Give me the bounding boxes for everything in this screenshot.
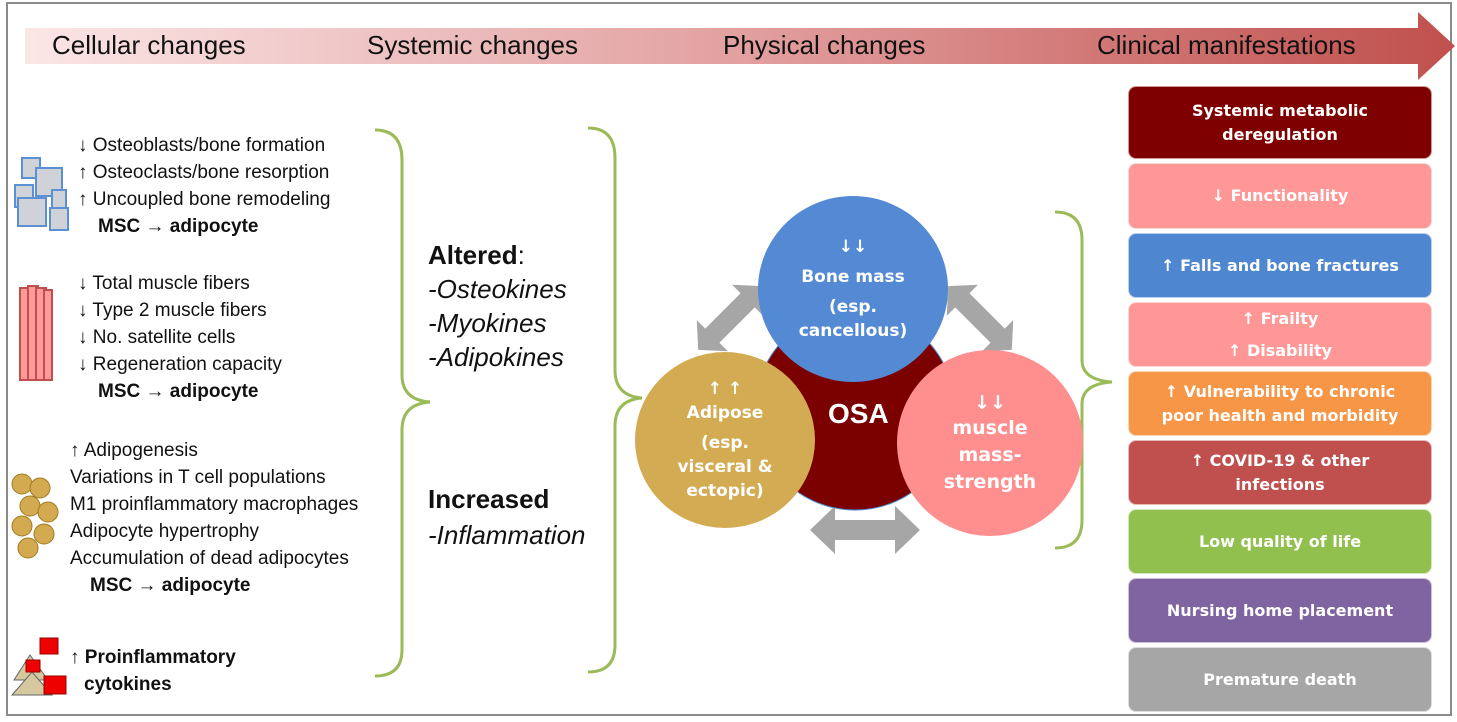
- altered-heading: Altered: [428, 240, 518, 270]
- muscle-fiber-icon: [19, 285, 53, 381]
- clinical-box: Systemic metabolic deregulation: [1128, 86, 1432, 159]
- increased-block: Increased -Inflammation: [428, 482, 586, 552]
- up-arrow: ↑: [70, 647, 80, 668]
- list-item: ↓ Type 2 muscle fibers: [78, 300, 267, 321]
- box-line: deregulation: [1222, 124, 1338, 144]
- clinical-box: Premature death: [1128, 647, 1432, 712]
- clinical-box: ↓ Functionality: [1128, 163, 1432, 229]
- bone-tissue-icon: [14, 157, 69, 231]
- up-arrows: ↑ ↑: [707, 379, 743, 399]
- osa-label: OSA: [828, 398, 889, 429]
- list-item: Variations in T cell populations: [70, 467, 326, 488]
- list-item: Accumulation of dead adipocytes: [70, 548, 349, 569]
- adipose-circle: ↑ ↑ Adipose (esp. visceral & ectopic): [635, 352, 815, 528]
- down-arrows: ↓↓: [974, 391, 1006, 414]
- list-item: ↓ No. satellite cells: [78, 327, 236, 348]
- interaction-arrows: [696, 284, 1014, 554]
- list-item: MSC → adipocyte: [98, 381, 259, 402]
- timeline-arrow: [25, 12, 1455, 80]
- adipocyte-icon: [11, 473, 59, 559]
- list-item: Adipocyte hypertrophy: [70, 521, 260, 542]
- clinical-box: ↑ COVID-19 & other infections: [1128, 440, 1432, 505]
- stage-physical: Physical changes: [723, 30, 926, 60]
- box-line: ↑ COVID-19 & other: [1190, 450, 1370, 470]
- list-item: ↑ Uncoupled bone remodeling: [78, 189, 331, 210]
- box-line: Nursing home placement: [1166, 600, 1394, 620]
- bone-title: Bone mass: [801, 267, 905, 287]
- cytokines-text: ↑ Proinflammatory cytokines: [70, 644, 236, 698]
- box-line: infections: [1235, 474, 1325, 494]
- colon: :: [517, 240, 525, 270]
- cytokine-icon: [10, 637, 67, 696]
- list-item: ↑ Osteoclasts/bone resorption: [78, 162, 330, 183]
- cytokines-line2: cytokines: [84, 674, 172, 695]
- box-line: Low quality of life: [1198, 531, 1362, 551]
- clinical-box: ↑ Frailty ↑ Disability: [1128, 302, 1432, 367]
- list-item: MSC → adipocyte: [90, 575, 251, 596]
- box-line: ↓ Functionality: [1211, 186, 1349, 205]
- bone-sub: (esp. cancellous): [798, 297, 908, 341]
- clinical-box: ↑ Vulnerability to chronic poor health an…: [1128, 371, 1432, 436]
- box-line: ↑ Disability: [1227, 340, 1333, 360]
- increased-heading: Increased: [428, 484, 550, 514]
- list-item: -Myokines: [428, 308, 547, 338]
- box-line: ↑ Falls and bone fractures: [1161, 255, 1399, 275]
- muscle-title: muscle mass-strength: [943, 416, 1037, 493]
- list-item: -Inflammation: [428, 520, 586, 550]
- box-line: Systemic metabolic: [1191, 100, 1369, 120]
- adipose-sub: (esp. visceral & ectopic): [677, 433, 773, 501]
- list-item: -Osteokines: [428, 274, 567, 304]
- bone-mass-circle: ↓↓ Bone mass (esp. cancellous): [758, 196, 948, 382]
- cytokines-line1: Proinflammatory: [84, 647, 236, 668]
- muscle-cellular-list: ↓ Total muscle fibers ↓ Type 2 muscle fi…: [78, 270, 282, 405]
- adipose-title: Adipose: [686, 403, 764, 423]
- list-item: ↓ Regeneration capacity: [78, 354, 282, 375]
- braces: [374, 126, 1113, 678]
- altered-block: Altered: -Osteokines -Myokines -Adipokin…: [428, 238, 567, 374]
- list-item: M1 proinflammatory macrophages: [70, 494, 359, 515]
- clinical-box: ↑ Falls and bone fractures: [1128, 233, 1432, 298]
- down-arrows: ↓↓: [838, 237, 868, 257]
- box-line: poor health and morbidity: [1161, 405, 1399, 425]
- adipose-cellular-list: ↑ Adipogenesis Variations in T cell popu…: [70, 437, 358, 599]
- box-line: Premature death: [1203, 669, 1357, 689]
- list-item: ↑ Adipogenesis: [70, 440, 198, 461]
- list-item: ↓ Osteoblasts/bone formation: [78, 135, 326, 156]
- clinical-box: Low quality of life: [1128, 509, 1432, 574]
- bone-cellular-list: ↓ Osteoblasts/bone formation ↑ Osteoclas…: [78, 132, 330, 240]
- muscle-circle: ↓↓ muscle mass-strength: [897, 350, 1083, 536]
- stage-clinical: Clinical manifestations: [1097, 30, 1356, 60]
- box-line: ↑ Vulnerability to chronic: [1164, 381, 1396, 401]
- clinical-box: Nursing home placement: [1128, 578, 1432, 643]
- list-item: MSC → adipocyte: [98, 216, 259, 237]
- list-item: ↓ Total muscle fibers: [78, 273, 250, 294]
- figure-frame: [6, 2, 1452, 716]
- box-line: ↑ Frailty: [1241, 308, 1319, 328]
- stage-systemic: Systemic changes: [367, 30, 578, 60]
- list-item: -Adipokines: [428, 342, 564, 372]
- stage-cellular: Cellular changes: [52, 30, 246, 60]
